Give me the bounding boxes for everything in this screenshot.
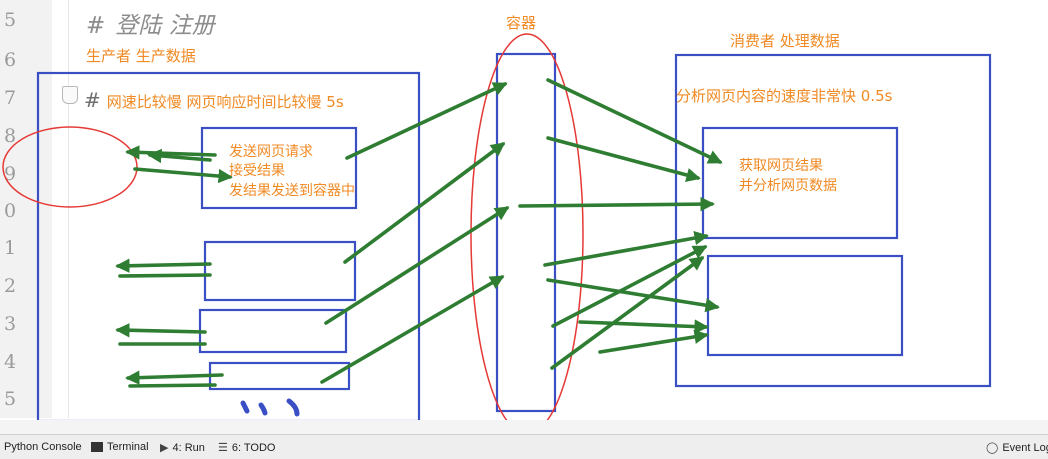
producer-step: 发送网页请求 [229, 144, 313, 160]
producer-label: 生产者 生产数据 [86, 47, 196, 65]
green-arrow [133, 167, 233, 184]
green-arrow [115, 258, 212, 273]
line-number: 9 [4, 163, 17, 185]
green-arrow [320, 275, 505, 384]
event-log-icon: ◯ [986, 442, 999, 454]
todo-tab[interactable]: ☰ 6: TODO [218, 441, 276, 455]
terminal-icon [91, 442, 103, 452]
green-arrow [546, 136, 701, 182]
line-number: 3 [4, 313, 17, 335]
green-arrow [118, 273, 212, 278]
code-heading-comment: # 登陆 注册 [86, 6, 215, 40]
green-arrow [345, 82, 508, 160]
green-arrow [343, 142, 506, 264]
line-number: 0 [4, 200, 17, 222]
green-arrow [147, 148, 212, 164]
producer-task-box [208, 361, 351, 391]
run-tab[interactable]: ▶ 4: Run [160, 441, 205, 455]
run-label: 4: Run [172, 441, 205, 454]
producer-step: 发结果发送到容器中 [229, 183, 355, 199]
green-arrow [125, 370, 224, 385]
line-number: 2 [4, 275, 17, 297]
event-log-label: Event Log [1002, 441, 1048, 454]
code-hash: # [86, 13, 106, 39]
green-arrow [543, 230, 709, 267]
line-number: 4 [4, 351, 17, 373]
editor-bottom-strip [0, 420, 1048, 434]
drawing-overlay [2, 33, 992, 434]
green-arrow [550, 256, 705, 370]
fold-marker-icon[interactable] [62, 86, 78, 104]
ellipsis-mark [240, 400, 250, 414]
ellipsis-mark [258, 402, 268, 416]
line-number: 1 [4, 237, 17, 259]
consumer-step: 获取网页结果 [739, 158, 823, 174]
consumer-task-box [706, 254, 904, 357]
ellipsis-mark [286, 398, 300, 417]
container-box [495, 52, 557, 413]
line-number: 7 [4, 87, 17, 109]
green-arrow [125, 145, 217, 160]
consumer-task-box [701, 126, 899, 240]
green-arrow [128, 383, 217, 388]
consumer-speed-note: 分析网页内容的速度非常快 0.5s [676, 87, 893, 105]
line-number: 5 [4, 9, 17, 31]
green-arrow [551, 245, 708, 328]
green-arrow [578, 319, 709, 334]
consumer-step: 并分析网页数据 [739, 178, 837, 194]
consumer-label: 消费者 处理数据 [730, 32, 840, 50]
container-label: 容器 [506, 14, 537, 32]
producer-step: 接受结果 [229, 163, 285, 179]
green-arrow [115, 323, 207, 338]
highlight-ellipse [2, 126, 138, 208]
producer-task-box [198, 308, 348, 354]
line-number-gutter [0, 0, 52, 418]
producer-task-box [203, 240, 357, 302]
green-arrow [598, 329, 709, 354]
run-icon: ▶ [160, 442, 169, 454]
green-arrow [324, 206, 510, 325]
todo-icon: ☰ [218, 442, 228, 454]
code-hash: # [84, 88, 101, 112]
event-log-tab[interactable]: ◯ Event Log [986, 441, 1048, 455]
code-heading-text: 登陆 注册 [115, 13, 215, 39]
code-comment-text: 网速比较慢 网页响应时间比较慢 5s [106, 93, 344, 111]
green-arrow [546, 278, 720, 313]
line-number: 6 [4, 49, 17, 71]
code-comment-line: # 网速比较慢 网页响应时间比较慢 5s [84, 88, 344, 112]
green-arrow [546, 78, 723, 164]
gutter-separator [68, 0, 69, 418]
todo-label: 6: TODO [231, 441, 276, 454]
consumer-box [674, 53, 992, 388]
python-console-label: Python Console [4, 441, 82, 453]
python-console-tab[interactable]: Python Console [4, 441, 82, 453]
green-arrow [518, 196, 715, 212]
container-ellipse [470, 33, 584, 434]
terminal-tab[interactable]: Terminal [91, 441, 149, 453]
terminal-label: Terminal [107, 441, 149, 453]
tool-window-bar: Python Console Terminal ▶ 4: Run ☰ 6: TO… [0, 434, 1048, 459]
producer-box [36, 71, 421, 423]
line-number: 8 [4, 125, 17, 147]
producer-task-box [200, 126, 358, 210]
line-number: 5 [4, 388, 17, 410]
